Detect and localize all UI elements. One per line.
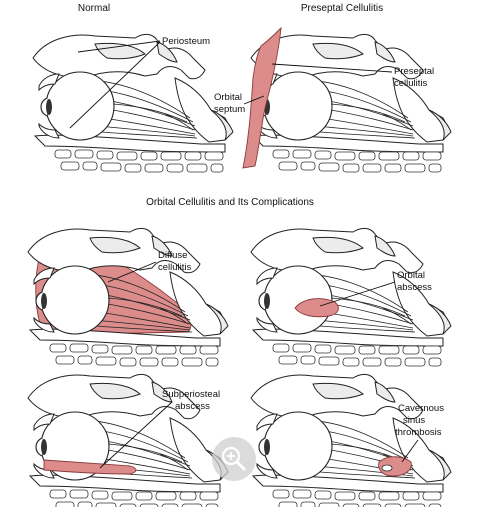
label-cellulitis: cellulitis	[394, 78, 428, 89]
panel-title-normal: Normal	[78, 3, 110, 14]
panel-abscess	[250, 227, 452, 367]
leader-preseptal	[271, 63, 393, 73]
panel-cavernous	[250, 373, 452, 507]
label-sinus: sinus	[403, 415, 425, 426]
label-subperiosteal: Subperiosteal	[162, 389, 220, 400]
panel-diffuse	[27, 227, 229, 367]
magnifier-plus-icon[interactable]	[212, 437, 256, 481]
label-cavernous: Cavernous	[398, 403, 444, 414]
label-periosteum: Periosteum	[162, 36, 210, 47]
leader-septum	[243, 95, 265, 105]
panel-title-preseptal: Preseptal Cellulitis	[301, 3, 383, 14]
label-thrombosis: thrombosis	[395, 427, 442, 438]
subperiosteal-collection	[43, 459, 137, 475]
label-abscess-orbital: Orbital	[397, 270, 425, 281]
label-abscess: abscess	[397, 282, 432, 293]
leader-periosteum-2	[69, 41, 161, 129]
label-preseptal: Preseptal	[394, 66, 434, 77]
panel-normal	[32, 33, 234, 173]
section-title: Orbital Cellulitis and Its Complications	[146, 197, 314, 208]
panel-subperiosteal	[27, 373, 229, 507]
label-diffuse: Diffuse	[158, 250, 187, 261]
leader-diffuse	[107, 261, 157, 283]
leader-cavernous	[401, 439, 419, 463]
panel-preseptal	[242, 26, 452, 173]
label-diffuse-cellulitis: cellulitis	[158, 262, 192, 273]
label-septum: septum	[214, 104, 245, 115]
label-subperiosteal-abscess: abscess	[175, 401, 210, 412]
leader-abscess	[319, 281, 396, 307]
preseptal-swelling	[242, 26, 282, 169]
leader-subperiosteal	[99, 401, 173, 469]
label-orbital: Orbital	[214, 92, 242, 103]
leader-periosteum-1	[77, 40, 161, 53]
